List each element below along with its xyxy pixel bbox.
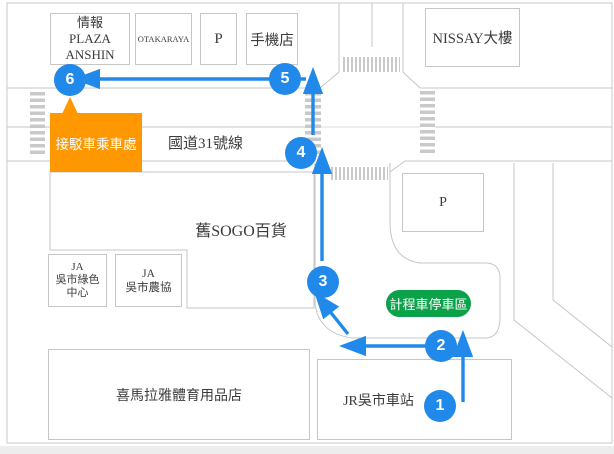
- building-jr-kure-station: JR吳市車站: [317, 359, 512, 440]
- building-parking-east: P: [402, 173, 484, 232]
- building-phone-shop: 手機店: [246, 13, 298, 65]
- building-info-plaza-anshin: 情報 PLAZA ANSHIN: [50, 13, 130, 65]
- route-marker-1-number: 1: [435, 397, 445, 414]
- map-bottom-margin: [0, 446, 614, 454]
- route-marker-1: 1: [424, 390, 456, 422]
- building-parking-north: P: [200, 13, 237, 65]
- map-frame: [6, 2, 613, 444]
- building-otakaraya-label: OTAKARAYA: [137, 34, 190, 44]
- building-sogo-label: 舊SOGO百貨: [195, 223, 287, 240]
- road-label-route31: 國道31號線: [167, 136, 243, 152]
- crosswalk-intersection-right: [420, 91, 435, 156]
- road-southeast-west-edge: [513, 163, 613, 399]
- road-southeast-east-edge: [552, 163, 613, 348]
- building-nissay: NISSAY大樓: [425, 8, 520, 67]
- building-parking-east-label: P: [439, 194, 447, 210]
- intersection-bevels: [317, 71, 421, 173]
- route-marker-6: 6: [54, 64, 86, 96]
- taxi-area-badge: 計程車停車區: [386, 290, 471, 317]
- shuttle-stop-callout-pointer: [62, 97, 78, 114]
- building-ja-nokyo-label: JA 吳市農協: [125, 267, 172, 294]
- crosswalk-intersection-top: [343, 57, 400, 72]
- route-marker-4-number: 4: [296, 144, 306, 161]
- crosswalk-intersection-bottom: [331, 167, 388, 180]
- taxi-area-badge-label: 計程車停車區: [389, 297, 468, 312]
- route-marker-2-number: 2: [436, 337, 446, 354]
- building-parking-north-label: P: [214, 30, 223, 47]
- building-himalaya: 喜馬拉雅體育用品店: [48, 349, 310, 440]
- route-marker-4: 4: [285, 137, 317, 169]
- building-phone-shop-label: 手機店: [250, 32, 294, 49]
- building-otakaraya: OTAKARAYA: [135, 13, 192, 65]
- crosswalk-west-road: [30, 92, 45, 157]
- route-marker-6-number: 6: [65, 71, 75, 88]
- building-info-plaza-anshin-label: 情報 PLAZA ANSHIN: [65, 15, 115, 62]
- building-ja-nokyo: JA 吳市農協: [115, 254, 182, 307]
- route-marker-5-number: 5: [280, 70, 290, 87]
- route-marker-3: 3: [307, 266, 339, 298]
- building-jr-kure-station-label: JR吳市車站: [343, 393, 414, 409]
- building-ja-green-center: JA 吳市綠色 中心: [48, 254, 107, 307]
- route-marker-5: 5: [269, 63, 301, 95]
- building-himalaya-label: 喜馬拉雅體育用品店: [116, 388, 242, 404]
- building-nissay-label: NISSAY大樓: [432, 31, 513, 47]
- route-marker-3-number: 3: [318, 273, 328, 290]
- building-ja-green-center-label: JA 吳市綠色 中心: [55, 261, 100, 299]
- shuttle-stop-callout: 接駁車乘車處: [50, 113, 142, 172]
- road-north-vertical: [338, 3, 404, 72]
- shuttle-stop-callout-label: 接駁車乘車處: [55, 136, 137, 152]
- route-marker-2: 2: [425, 330, 457, 362]
